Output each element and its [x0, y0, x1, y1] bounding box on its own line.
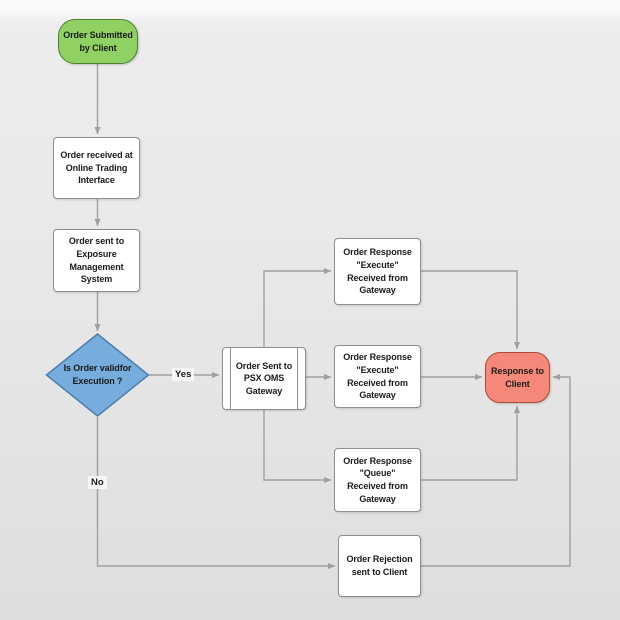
- node-exposure-management-label: Order sent to Exposure Management System: [68, 236, 125, 285]
- node-response-execute-top: Order Response "Execute" Received from G…: [334, 238, 421, 305]
- edge-label-no: No: [88, 476, 107, 489]
- edge-label-yes: Yes: [172, 368, 195, 381]
- node-response-to-client-label: Response to Client: [491, 365, 544, 389]
- node-order-received-interface-label: Order received at Online Trading Interfa…: [60, 150, 133, 186]
- node-response-queue: Order Response "Queue" Received from Gat…: [334, 448, 421, 512]
- node-order-submitted-label: Order Submitted by Client: [63, 29, 133, 53]
- node-order-submitted: Order Submitted by Client: [58, 19, 138, 64]
- node-decision-label: Is Order validfor Execution ?: [63, 363, 132, 386]
- node-decision-is-order-valid: Is Order validfor Execution ?: [44, 352, 151, 398]
- node-response-execute-mid-label: Order Response "Execute" Received from G…: [343, 352, 412, 401]
- node-psx-oms-gateway: Order Sent to PSX OMS Gateway: [222, 347, 306, 410]
- connector-decision-no-to-rejection: [96, 416, 336, 569]
- node-response-queue-label: Order Response "Queue" Received from Gat…: [343, 455, 412, 504]
- node-response-execute-mid: Order Response "Execute" Received from G…: [334, 345, 421, 408]
- connector-response-queue-to-terminal: [421, 405, 520, 481]
- node-order-rejection-label: Order Rejection sent to Client: [346, 554, 413, 577]
- node-order-received-interface: Order received at Online Trading Interfa…: [53, 137, 140, 199]
- connector-gateway-to-response-queue: [263, 410, 332, 483]
- node-response-execute-top-label: Order Response "Execute" Received from G…: [343, 247, 412, 296]
- connector-response-top-to-terminal: [421, 270, 520, 350]
- connector-gateway-to-response-top: [263, 268, 332, 347]
- node-psx-oms-gateway-label: Order Sent to PSX OMS Gateway: [235, 360, 293, 396]
- connector-rejection-to-terminal: [421, 374, 571, 567]
- node-exposure-management: Order sent to Exposure Management System: [53, 229, 140, 292]
- node-response-to-client: Response to Client: [485, 352, 550, 403]
- node-order-rejection: Order Rejection sent to Client: [338, 535, 421, 597]
